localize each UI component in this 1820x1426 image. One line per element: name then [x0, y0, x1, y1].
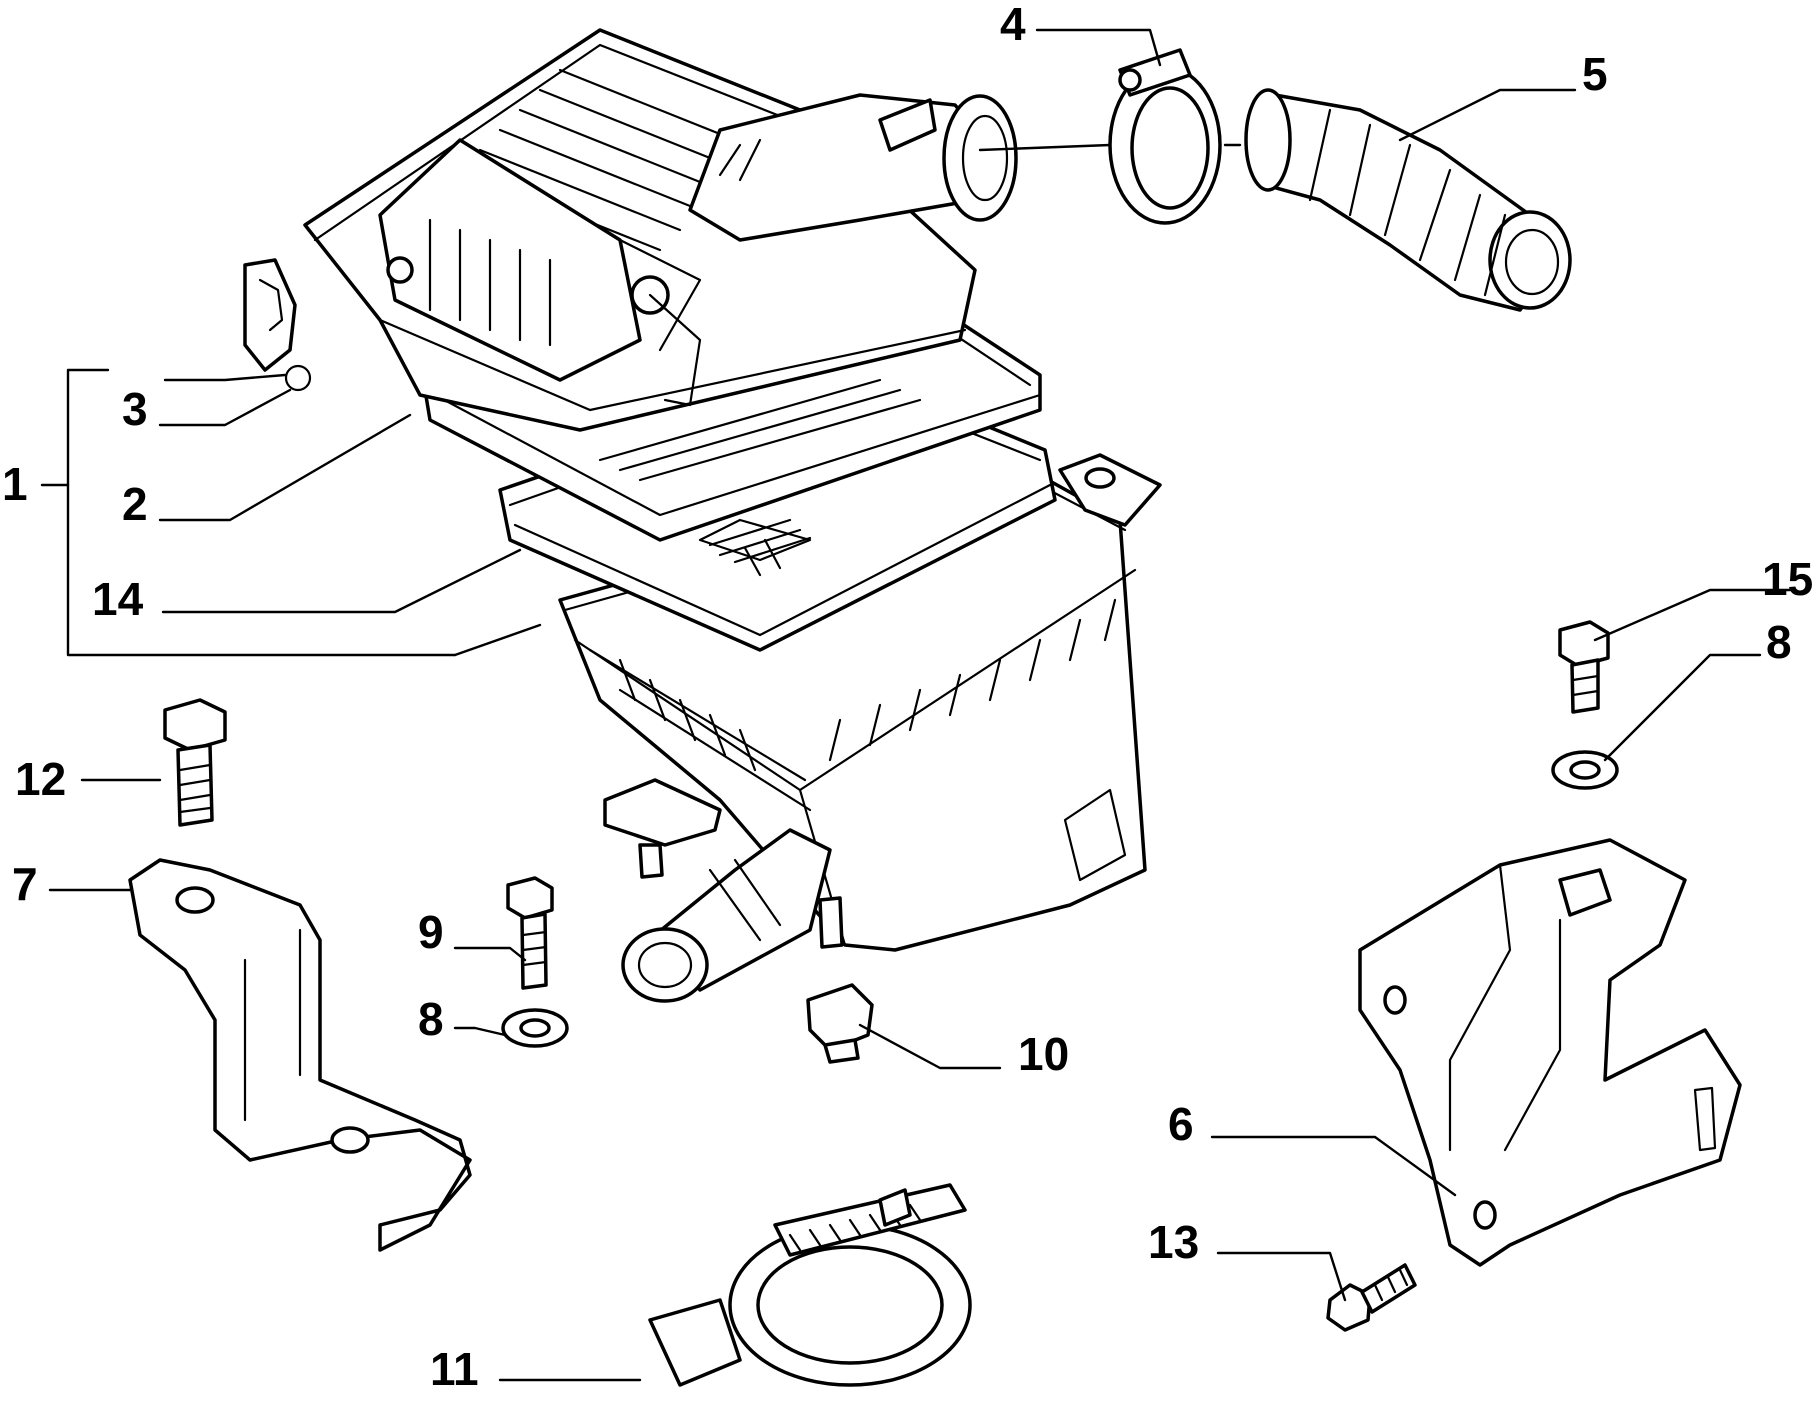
callout-14: 14: [92, 573, 144, 625]
callout-12: 12: [15, 753, 66, 805]
spring-clip: [243, 258, 312, 392]
callout-10: 10: [1018, 1028, 1069, 1080]
rubber-hose: [1244, 88, 1572, 312]
intake-duct: [688, 93, 1018, 242]
washer-right: [1551, 750, 1619, 790]
callout-15: 15: [1762, 553, 1813, 605]
callout-5: 5: [1582, 48, 1608, 100]
callout-1: 1: [2, 458, 28, 510]
leader-lines: [40, 28, 1792, 1382]
callout-13: 13: [1148, 1216, 1199, 1268]
callout-7: 7: [12, 858, 38, 910]
group-bracket-1: [66, 368, 457, 657]
bolt-small: [506, 876, 554, 990]
callout-11: 11: [430, 1343, 479, 1395]
mounting-plate: [1358, 838, 1742, 1267]
hose-clamp: [1108, 48, 1222, 225]
callout-3: 3: [122, 383, 148, 435]
grommet: [806, 983, 874, 1064]
support-bracket: [128, 858, 472, 1252]
bolt-large: [163, 698, 227, 827]
bolt-right: [1558, 620, 1610, 714]
callout-8-left: 8: [418, 993, 444, 1045]
bolt-bottom-right: [1326, 1263, 1417, 1332]
callout-4: 4: [1000, 0, 1026, 50]
washer-left: [501, 1008, 569, 1048]
callout-9: 9: [418, 906, 444, 958]
callout-2: 2: [122, 478, 148, 530]
callout-labels: 1 2 3 14 4 5 15 8 12 7 9 8 10 6 13 11: [2, 0, 1813, 1395]
callout-8-right: 8: [1766, 616, 1792, 668]
callout-6: 6: [1168, 1098, 1194, 1150]
band-clamp: [648, 1183, 972, 1387]
